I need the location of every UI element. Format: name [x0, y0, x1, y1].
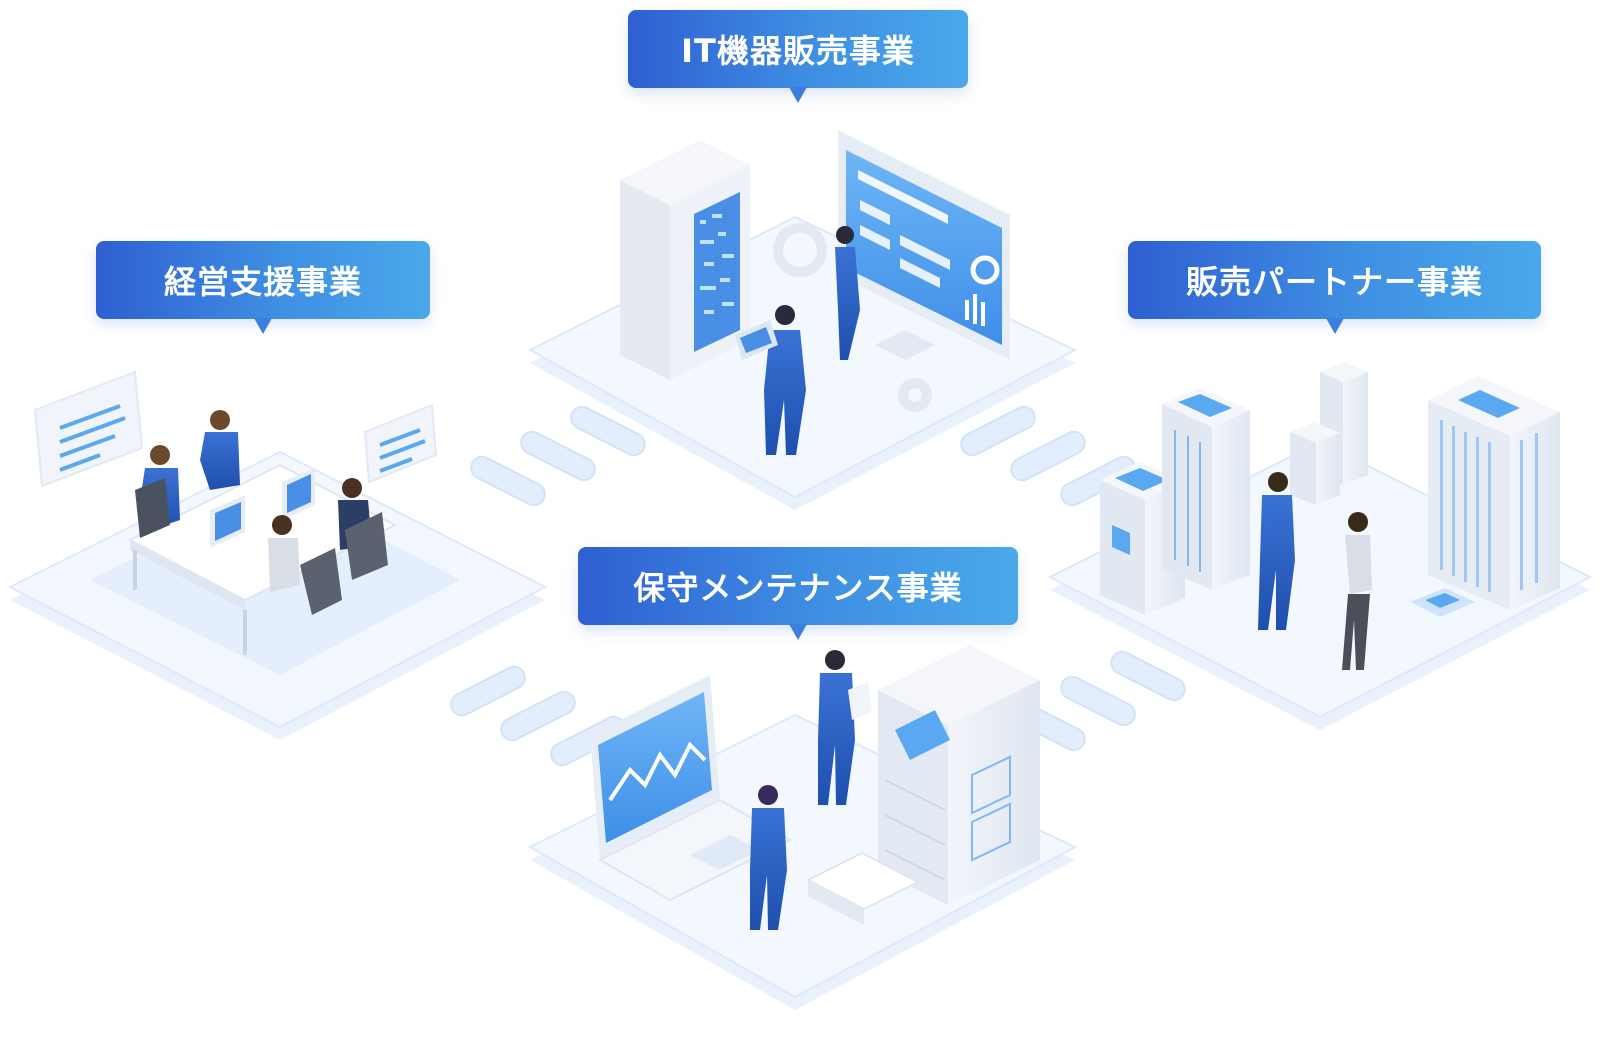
person-icon	[135, 410, 388, 615]
platform-it-equipment	[527, 130, 1078, 510]
meeting-table-icon	[127, 463, 398, 655]
office-building-icon	[1100, 362, 1560, 617]
person-icon	[735, 226, 860, 455]
label-management-support: 経営支援事業	[96, 241, 430, 334]
gear-icon	[773, 223, 932, 412]
label-sales-partner: 販売パートナー事業	[1128, 241, 1541, 334]
monitor-dashboard-icon	[838, 130, 1010, 360]
label-it-equipment-sales: IT機器販売事業	[628, 10, 968, 103]
platform-maintenance	[527, 645, 1078, 1010]
connector-pills	[450, 405, 1186, 767]
chat-bubble-icon	[33, 370, 438, 488]
person-icon	[750, 650, 872, 930]
label-maintenance: 保守メンテナンス事業	[578, 547, 1018, 640]
platform-management	[7, 370, 548, 740]
laptop-chart-icon	[590, 675, 793, 902]
platform-sales-partner	[1047, 362, 1593, 730]
server-rack-icon	[620, 140, 750, 380]
printer-icon	[805, 645, 1040, 925]
person-icon	[1258, 472, 1372, 670]
